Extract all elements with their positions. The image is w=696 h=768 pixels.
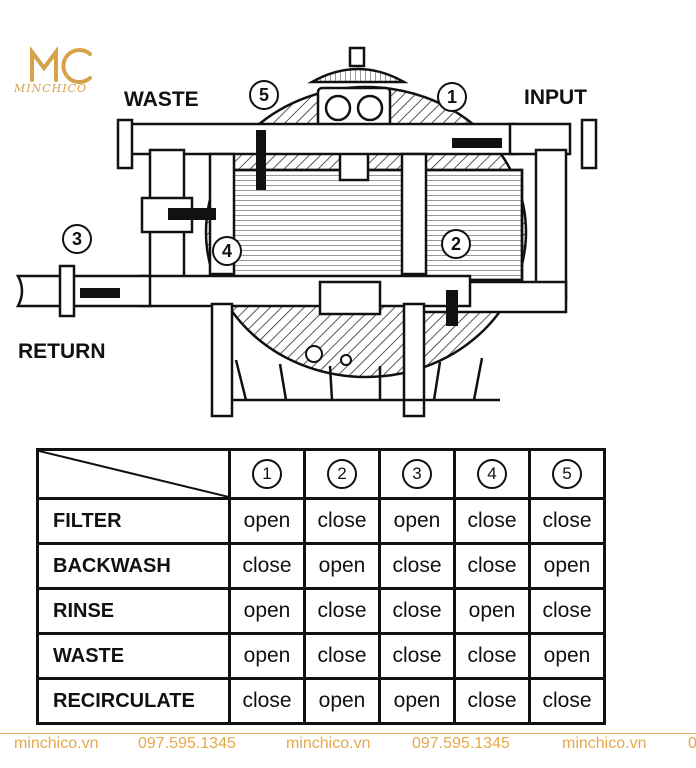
tank-lid <box>307 46 409 84</box>
valve-state: open <box>303 542 381 590</box>
valve-state: open <box>228 497 306 545</box>
watermark-strip: minchico.vn 097.595.1345 minchico.vn 097… <box>0 733 696 756</box>
table-header-row: 1 2 3 4 5 <box>36 448 606 500</box>
valve-3-marker: 3 <box>62 224 92 254</box>
waste-label: WASTE <box>124 88 199 111</box>
valve-state: close <box>378 542 456 590</box>
valve-state: open <box>378 677 456 725</box>
valve-state: close <box>453 632 531 680</box>
filter-plumbing-diagram <box>15 46 598 418</box>
mode-label: RINSE <box>36 587 231 635</box>
watermark-text: minchico.vn <box>286 735 371 752</box>
table-row: RINSE open close close open close <box>36 587 606 635</box>
valve-state: close <box>453 677 531 725</box>
table-row: BACKWASH close open close close open <box>36 542 606 590</box>
table-corner <box>36 448 231 500</box>
watermark-text: 0 <box>688 735 696 753</box>
valve-2-marker: 2 <box>441 229 471 259</box>
mode-label: RECIRCULATE <box>36 677 231 725</box>
valve-4-marker: 4 <box>212 236 242 266</box>
drain-fittings <box>305 345 352 366</box>
watermark-text: minchico.vn <box>562 735 647 752</box>
valve-state: close <box>528 497 606 545</box>
mode-label: FILTER <box>36 497 231 545</box>
valve-5-marker: 5 <box>249 80 279 110</box>
watermark-text: 097.595.1345 <box>412 735 510 752</box>
valve-state: close <box>453 497 531 545</box>
mode-label: WASTE <box>36 632 231 680</box>
valve-state: close <box>303 497 381 545</box>
table-row: FILTER open close open close close <box>36 497 606 545</box>
table-row: RECIRCULATE close open open close close <box>36 677 606 725</box>
valve-state: close <box>303 587 381 635</box>
valve-state: close <box>228 542 306 590</box>
valve-state: open <box>528 632 606 680</box>
valve-state: open <box>228 587 306 635</box>
corner-diagonal <box>39 451 229 497</box>
valve-state: close <box>303 632 381 680</box>
valve-state: open <box>453 587 531 635</box>
valve-state: close <box>528 587 606 635</box>
valve-state: open <box>303 677 381 725</box>
return-label: RETURN <box>18 340 106 363</box>
valve-handles <box>80 130 502 326</box>
valve-position-table: 1 2 3 4 5 FILTER open close open close c… <box>36 448 606 725</box>
valve-state: open <box>378 497 456 545</box>
column-header: 3 <box>378 448 456 500</box>
input-label: INPUT <box>524 86 587 109</box>
support-legs <box>210 302 500 418</box>
valve-state: close <box>378 587 456 635</box>
column-header: 5 <box>528 448 606 500</box>
brand-logo <box>30 46 92 84</box>
valve-state: open <box>528 542 606 590</box>
brand-name: MINCHICO <box>14 82 88 95</box>
valve-1-marker: 1 <box>437 82 467 112</box>
watermark-text: 097.595.1345 <box>138 735 236 752</box>
table-row: WASTE open close close close open <box>36 632 606 680</box>
mode-label: BACKWASH <box>36 542 231 590</box>
column-header: 4 <box>453 448 531 500</box>
valve-state: close <box>453 542 531 590</box>
valve-state: close <box>528 677 606 725</box>
column-header: 1 <box>228 448 306 500</box>
watermark-text: minchico.vn <box>14 735 99 752</box>
valve-state: close <box>378 632 456 680</box>
column-header: 2 <box>303 448 381 500</box>
valve-state: close <box>228 677 306 725</box>
valve-state: open <box>228 632 306 680</box>
waste-riser <box>138 148 472 308</box>
